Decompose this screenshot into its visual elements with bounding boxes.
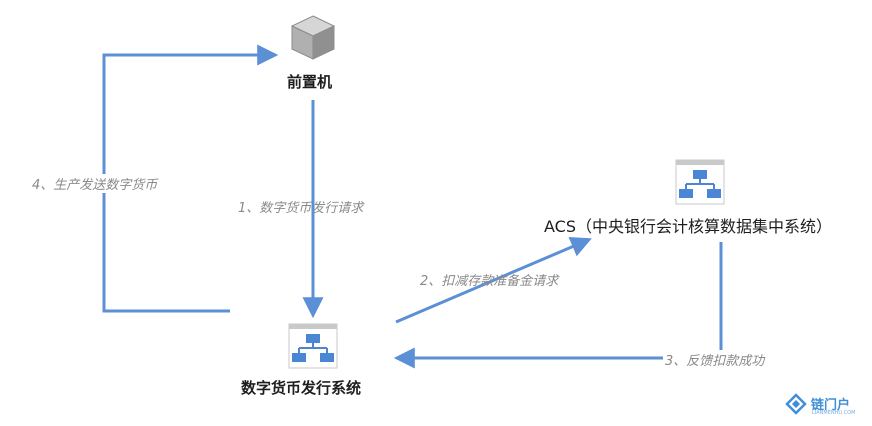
edge-3-label: 3、反馈扣款成功: [663, 350, 767, 369]
watermark-text: 链门户: [811, 398, 851, 413]
watermark-subtext: LIANMENHU.COM: [812, 410, 856, 416]
network-diagram-icon: [675, 159, 725, 205]
edge-1-label: 1、数字货币发行请求: [238, 201, 364, 216]
server-cube-icon: [290, 15, 336, 60]
node-frontend-label: 前置机: [287, 73, 333, 91]
node-dcs-label: 数字货币发行系统: [241, 379, 362, 397]
edge-4-label: 4、生产发送数字货币: [30, 174, 160, 193]
edge-2-arrow: [395, 236, 592, 324]
node-acs-label: ACS（中央银行会计核算数据集中系统）: [544, 217, 832, 236]
edge-2-label: 2、扣减存款准备金请求: [420, 274, 559, 289]
watermark-logo-icon: [785, 393, 807, 415]
network-diagram-icon: [288, 323, 338, 369]
